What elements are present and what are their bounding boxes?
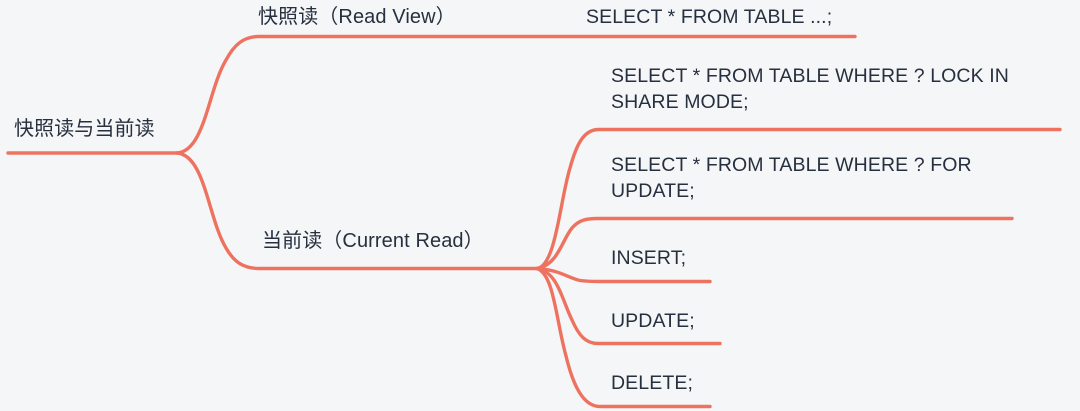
connector-current-read-to-for-update (535, 216, 1014, 271)
leaf-label-delete[interactable]: DELETE; (611, 372, 693, 394)
root-node-label[interactable]: 快照读与当前读 (14, 118, 155, 140)
branch-label-snapshot-read[interactable]: 快照读（Read View） (258, 6, 456, 28)
connector-root-to-current-read (175, 151, 539, 271)
branch-label-current-read[interactable]: 当前读（Current Read） (262, 230, 484, 252)
connector-current-read-to-update (535, 266, 722, 346)
leaf-label-insert[interactable]: INSERT; (611, 247, 687, 269)
leaf-label-for-update[interactable]: SELECT * FROM TABLE WHERE ? FOR UPDATE; (611, 154, 972, 203)
leaf-label-lock-in-share-mode[interactable]: SELECT * FROM TABLE WHERE ? LOCK IN SHAR… (611, 65, 1009, 114)
leaf-label-update[interactable]: UPDATE; (611, 310, 695, 332)
connector-root-to-snapshot-read (175, 34, 857, 155)
connector-current-read-to-lock-in-share-mode (535, 127, 1062, 271)
leaf-label-select-snapshot[interactable]: SELECT * FROM TABLE ...; (586, 6, 833, 28)
connector-current-read-to-delete (535, 266, 712, 409)
connector-current-read-to-insert (535, 266, 712, 284)
